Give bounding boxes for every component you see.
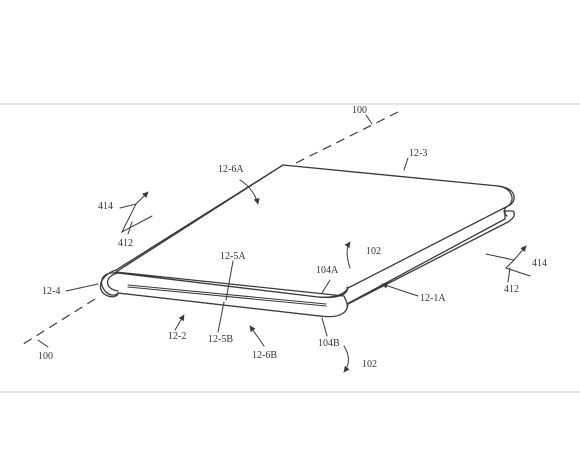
label-hinge-upper: 12-5A	[220, 251, 246, 262]
leader-12-1A	[381, 282, 419, 297]
fold-axis-upper	[271, 111, 399, 176]
label-arrow-upper-symbol: 414	[98, 201, 113, 212]
label-outer-edge: 12-4	[42, 286, 60, 297]
label-rotation-upper: 102	[366, 246, 381, 257]
right-edge-fold	[497, 185, 513, 217]
label-rotation-lower: 102	[362, 359, 377, 370]
label-arrow-right: 412	[504, 284, 519, 295]
rotation-arrow-lower	[343, 345, 350, 373]
leader-104A	[321, 279, 331, 294]
axis-leader-bottom	[37, 339, 49, 348]
label-axis-bottom: 100	[38, 351, 53, 362]
direction-arrow-right	[513, 245, 527, 261]
leader-12-4	[65, 283, 99, 292]
direction-symbol-right	[485, 253, 531, 277]
label-axis-top: 100	[352, 105, 367, 116]
top-surface-edge	[99, 164, 284, 298]
leader-104B	[321, 317, 328, 337]
direction-symbol-upper	[119, 203, 153, 234]
rotation-arrow-upper	[344, 241, 351, 269]
label-fold-upper: 104A	[316, 265, 339, 276]
fold-edge-upper	[318, 286, 348, 299]
hinge-outline	[106, 272, 119, 292]
label-device-right: 12-3	[409, 148, 427, 159]
direction-leader-upper	[127, 221, 133, 235]
axis-leader-top	[365, 114, 373, 125]
label-fold-lower: 104B	[318, 338, 340, 349]
leader-12-6B	[249, 325, 265, 347]
direction-leader-right	[507, 267, 511, 283]
direction-arrow-upper	[135, 191, 149, 205]
leader-12-2	[174, 314, 185, 331]
leader-12-6A	[239, 179, 260, 205]
label-bottom-part: 12-2	[168, 331, 186, 342]
fold-axis-lower	[19, 298, 96, 347]
label-side-edge: 12-1A	[420, 293, 446, 304]
label-arrow-right-symbol: 414	[532, 258, 547, 269]
label-top-surface: 12-6A	[218, 164, 244, 175]
leader-12-5A	[225, 260, 234, 301]
leader-12-5B	[217, 301, 225, 333]
label-bottom-surface: 12-6B	[252, 350, 277, 361]
label-arrow-upper: 412	[118, 238, 133, 249]
leader-12-3	[403, 157, 409, 171]
label-hinge-lower: 12-5B	[208, 334, 233, 345]
